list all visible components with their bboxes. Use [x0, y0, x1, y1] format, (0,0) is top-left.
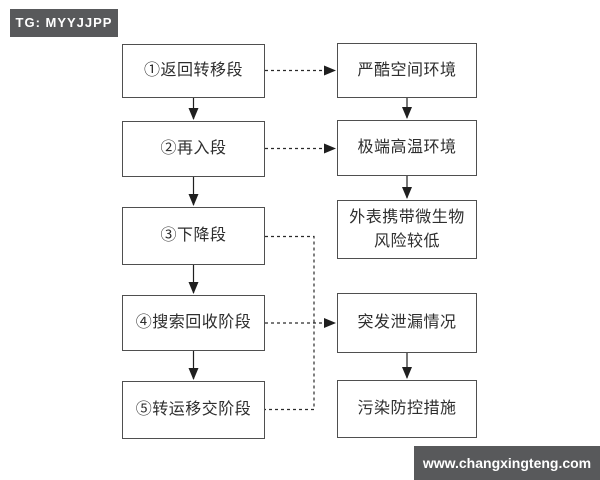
- flow-node-harsh-space-env: 严酷空间环境: [337, 43, 477, 98]
- telegram-watermark-badge: TG: MYYJJPP: [10, 9, 118, 37]
- flow-node-descent: ③下降段: [122, 207, 265, 265]
- flow-node-transport-handover: ⑤转运移交阶段: [122, 381, 265, 439]
- edge-stage3-stage5-dashed-collector: [265, 235, 315, 411]
- flow-node-search-recovery: ④搜索回收阶段: [122, 295, 265, 351]
- flow-node-pollution-control: 污染防控措施: [337, 380, 477, 438]
- flow-node-extreme-heat-env: 极端高温环境: [337, 120, 477, 176]
- website-watermark: www.changxingteng.com: [414, 446, 600, 480]
- flow-node-sudden-leak: 突发泄漏情况: [337, 293, 477, 353]
- flow-node-return-transfer: ①返回转移段: [122, 44, 265, 98]
- flow-node-reentry: ②再入段: [122, 121, 265, 177]
- flow-node-microbe-risk-low: 外表携带微生物风险较低: [337, 200, 477, 259]
